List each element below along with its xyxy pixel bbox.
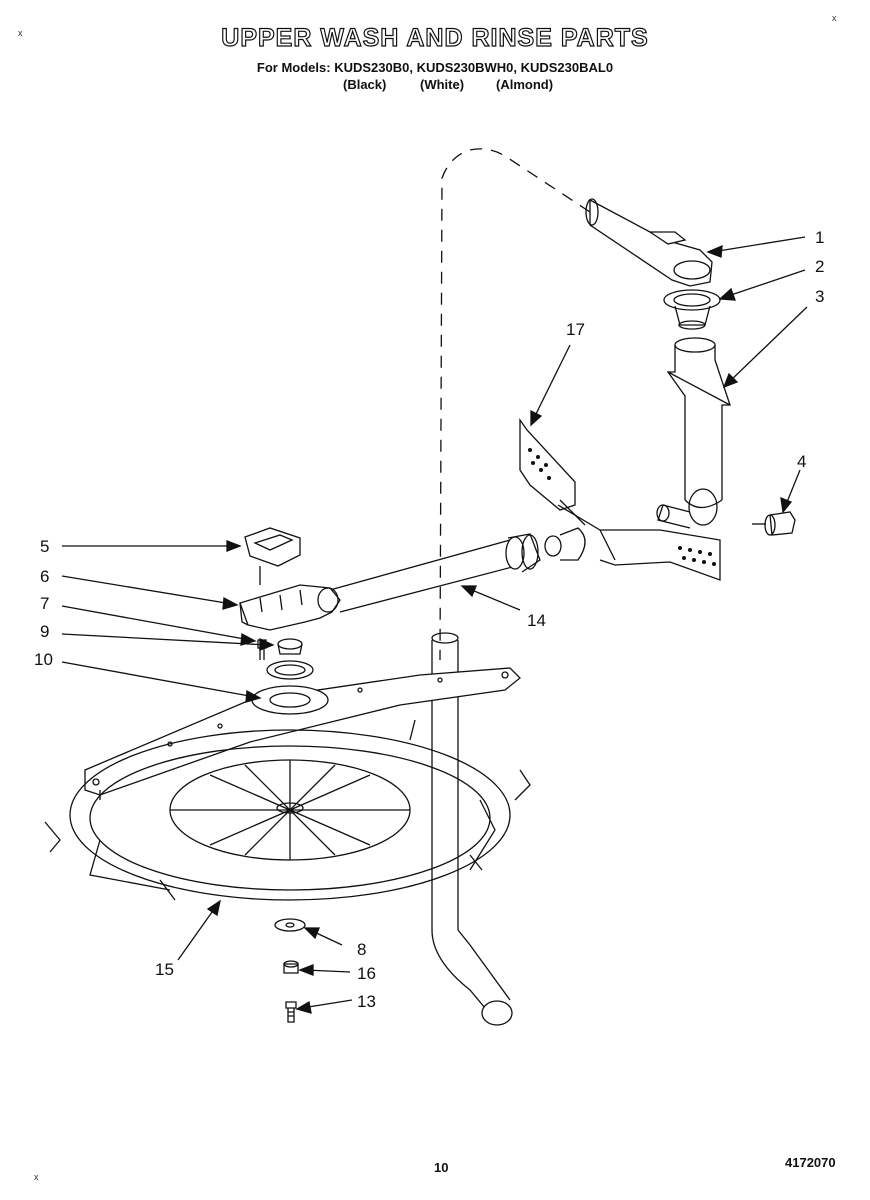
callout-2: 2: [815, 257, 825, 276]
leader-7: [61, 605, 257, 646]
leader-13: [295, 999, 353, 1014]
document-number: 4172070: [785, 1155, 836, 1170]
callout-5: 5: [40, 537, 50, 556]
part-1-upper-elbow: [585, 198, 713, 287]
callout-13: 13: [357, 992, 376, 1011]
color-black-label: (Black): [343, 77, 387, 92]
leader-4: [780, 469, 801, 514]
callout-8: 8: [357, 940, 367, 959]
models-line: For Models: KUDS230B0, KUDS230BWH0, KUDS…: [256, 60, 614, 75]
part-6-manifold: [239, 584, 341, 631]
leader-1: [706, 236, 806, 258]
part-15-spray-arm: [84, 667, 521, 796]
part-5-clip: [244, 527, 301, 585]
leader-6: [61, 575, 239, 610]
callout-4: 4: [797, 452, 807, 471]
corner-mark: x: [34, 1172, 39, 1182]
callout-10: 10: [34, 650, 53, 669]
leader-3: [722, 306, 808, 389]
leader-16: [298, 964, 351, 976]
callout-7: 7: [40, 594, 50, 613]
callout-15: 15: [155, 960, 174, 979]
color-white-label: (White): [420, 77, 465, 92]
leader-17: [530, 344, 571, 427]
leader-2: [718, 269, 806, 301]
part-16-nut: [283, 960, 299, 974]
callout-14: 14: [527, 611, 546, 630]
callout-1: 1: [815, 228, 825, 247]
part-4-cap: [752, 511, 796, 536]
leader-10: [61, 661, 262, 703]
part-9-seal: [277, 638, 303, 655]
leader-9: [61, 633, 275, 651]
color-almond-label: (Almond): [496, 77, 554, 92]
rack-wheel: [44, 719, 531, 901]
callout-16: 16: [357, 964, 376, 983]
part-3-supply-tube: [656, 337, 731, 529]
callout-6: 6: [40, 567, 50, 586]
part-13-screw: [285, 1001, 297, 1023]
leader-5: [62, 540, 242, 552]
page-title: UPPER WASH AND RINSE PARTS: [221, 23, 649, 52]
corner-mark: x: [832, 13, 837, 23]
part-17-bracket: [519, 417, 721, 581]
part-8-washer: [274, 918, 306, 932]
leader-15: [177, 899, 221, 961]
callout-3: 3: [815, 287, 825, 306]
part-14-horizontal-tube: [329, 527, 586, 613]
part-10-seal: [266, 660, 314, 680]
corner-mark: x: [18, 28, 23, 38]
assembly-dashed-line: [439, 148, 591, 661]
callout-17: 17: [566, 320, 585, 339]
page-number: 10: [434, 1160, 449, 1175]
leader-14: [460, 585, 521, 611]
leader-8: [303, 927, 343, 946]
callout-9: 9: [40, 622, 50, 641]
part-2-seal: [663, 289, 721, 330]
